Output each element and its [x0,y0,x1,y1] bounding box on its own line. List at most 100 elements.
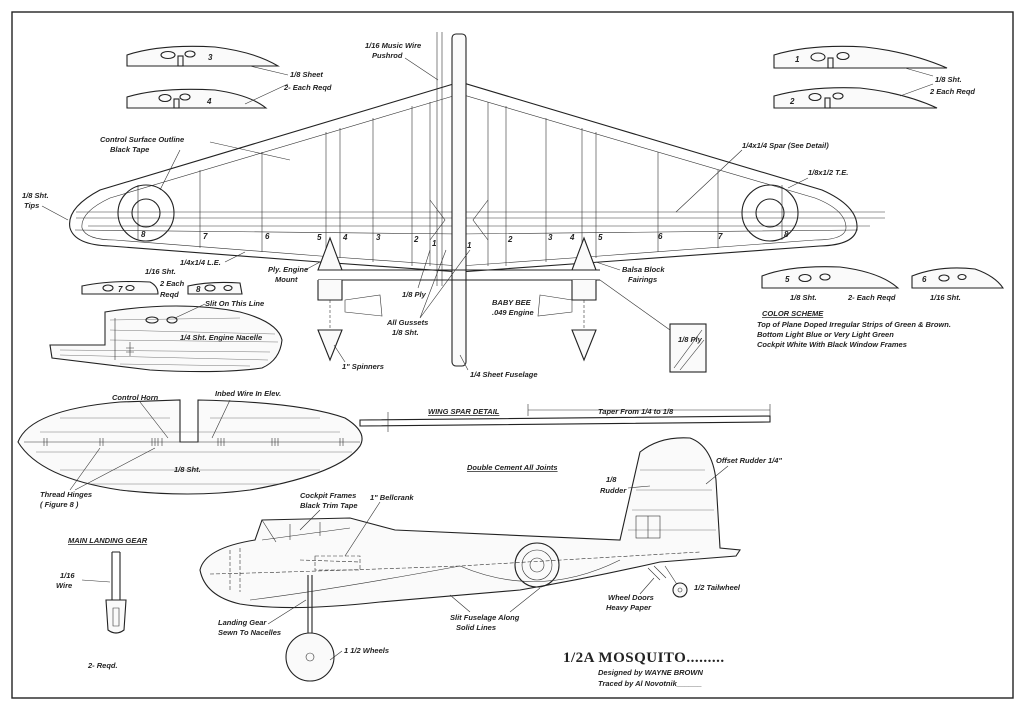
drawing-border [11,11,1014,699]
wing-spar-detail [359,404,771,432]
label-solid-lines: Solid Lines [456,623,496,632]
label-tips: Tips [24,201,39,210]
label-slit-fuselage: Slit Fuselage Along [450,613,520,622]
wing-rib-8-left: 8 [141,230,146,239]
label-wheel-doors: Wheel Doors [608,593,654,602]
leader-wire [81,579,111,583]
leader-landing-gear [267,599,307,625]
label-each-2: 2 Each [159,279,185,288]
label-rib5-reqd: 2- Each Reqd [847,293,896,302]
label-black-trim: Black Trim Tape [300,501,358,510]
label-spar: 1/4x1/4 Spar (See Detail) [742,141,829,150]
leader-ply-18 [417,249,431,289]
label-wheels: 1 1/2 Wheels [344,646,389,655]
label-figure-8: ( Figure 8 ) [40,500,79,509]
label-sewn: Sewn To Nacelles [218,628,281,637]
label-rib5-sht: 1/8 Sht. [790,293,817,302]
label-inbed-wire: Inbed Wire In Elev. [215,389,281,398]
wing-rib-1-right: 1 [467,241,472,250]
rib-number-6: 6 [922,275,927,284]
rib-number-1: 1 [795,55,800,64]
rib-profile-6 [911,267,1005,289]
label-sht-116-a: 1/16 Sht. [145,267,176,276]
leader-slit [174,303,206,319]
traced-by: Traced by Al Novotnik______ [598,679,702,688]
label-sht-18-right: 1/8 Sht. [935,75,962,84]
rib-number-7: 7 [118,285,123,294]
label-taper: Taper From 1/4 to 1/8 [598,407,674,416]
wing-rib-5-left: 5 [317,233,322,242]
rib-number-5: 5 [785,275,790,284]
leader-control-horn [139,401,169,439]
color-scheme-title: COLOR SCHEME [762,309,824,318]
rib-number-3: 3 [208,53,213,62]
label-elev-sht: 1/8 Sht. [174,465,201,474]
label-gussets: All Gussets [386,318,428,327]
label-spinners: 1" Spinners [342,362,384,371]
label-fairings: Fairings [628,275,657,284]
leader-spinners [333,344,346,363]
label-music-wire: 1/16 Music Wire [365,41,421,50]
label-tailwheel: 1/2 Tailwheel [694,583,741,592]
label-reqd-a: Reqd [160,290,179,299]
label-wire-116: 1/16 [60,571,75,580]
leader-te [787,177,809,189]
label-gussets-sht: 1/8 Sht. [392,328,419,337]
label-thread-hinges: Thread Hinges [40,490,92,499]
rib-profile-5 [761,266,900,289]
wing-rib-2-right: 2 [507,235,513,244]
color-scheme-bottom: Bottom Light Blue or Very Light Green [757,330,894,339]
leader-control-surface [159,141,291,191]
wing-rib-4-right: 4 [569,233,575,242]
rib-number-2: 2 [789,97,795,106]
label-offset-rudder: Offset Rudder 1/4" [716,456,782,465]
leader-spar [675,149,743,213]
leader-ribs-right [899,67,934,97]
fuselage-side [199,437,741,682]
label-nacelle: 1/4 Sht. Engine Nacelle [180,333,262,342]
leader-balsa [595,261,621,271]
leader-pushrod [404,57,439,81]
wing-plan [69,32,885,367]
wing-rib-4-left: 4 [342,233,348,242]
leader-bellcrank [344,501,381,557]
ply-detail-box [599,279,707,373]
label-tips-sht: 1/8 Sht. [22,191,49,200]
plan-title: 1/2A MOSQUITO......... [563,650,725,666]
leader-wheel-doors [639,577,655,595]
engine-nacelle-part [49,305,283,373]
leader-hinges [69,447,156,491]
leader-offset-rudder [705,465,729,485]
color-scheme-cockpit: Cockpit White With Black Window Frames [757,340,907,349]
label-heavy-paper: Heavy Paper [606,603,652,612]
label-cement: Double Cement All Joints [467,463,558,472]
wing-rib-6-left: 6 [265,232,270,241]
wing-rib-1-left: 1 [432,239,437,248]
label-bellcrank: 1" Bellcrank [370,493,414,502]
rib-profile-3 [126,45,280,67]
leader-ribs-left [244,65,289,105]
label-each-reqd-right: 2 Each Reqd [929,87,975,96]
wing-rib-7-right: 7 [718,232,723,241]
label-le: 1/4x1/4 L.E. [180,258,221,267]
leader-inbed-wire [211,399,231,439]
rib-profile-4 [126,88,268,109]
label-landing-gear: Landing Gear [218,618,267,627]
elevator-part [17,399,363,495]
leader-cockpit [299,509,321,531]
leader-fuselage [459,354,469,371]
label-control-surface: Control Surface Outline [100,135,184,144]
rib-number-4: 4 [206,97,212,106]
label-ply-18: 1/8 Ply [402,290,427,299]
wing-rib-7-left: 7 [203,232,208,241]
label-ply-box: 1/8 Ply [678,335,703,344]
leader-gussets [419,249,471,319]
label-spar-detail: WING SPAR DETAIL [428,407,500,416]
label-gear-reqd: 2- Reqd. [87,661,118,670]
rib-profile-1 [773,45,948,69]
label-te: 1/8x1/2 T.E. [808,168,848,177]
leader-slit-fuselage [449,587,541,613]
leader-ply-mount [304,261,321,271]
leader-rudder [627,485,651,489]
